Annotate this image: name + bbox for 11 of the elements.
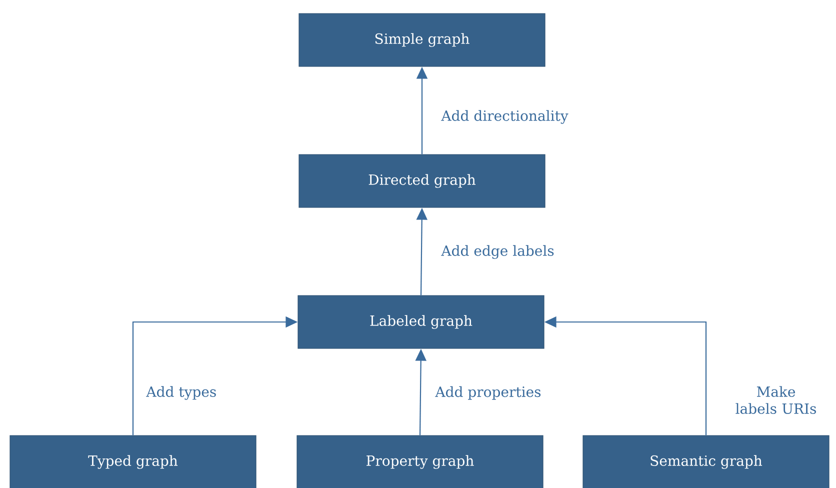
graph-box: Simple graph	[298, 13, 546, 67]
edge-label: Add properties	[435, 386, 541, 400]
edge-label: Add types	[146, 386, 216, 400]
graph-box: Typed graph	[10, 435, 256, 488]
graph-box: Semantic graph	[582, 435, 830, 488]
edge-label: Make labels URIs	[736, 386, 816, 414]
graph-box: Labeled graph	[298, 295, 544, 349]
graph-box: Directed graph	[298, 154, 546, 208]
edge-label: Add edge labels	[441, 245, 554, 259]
graph-box: Property graph	[296, 435, 544, 488]
edge-label: Add directionality	[441, 110, 568, 124]
